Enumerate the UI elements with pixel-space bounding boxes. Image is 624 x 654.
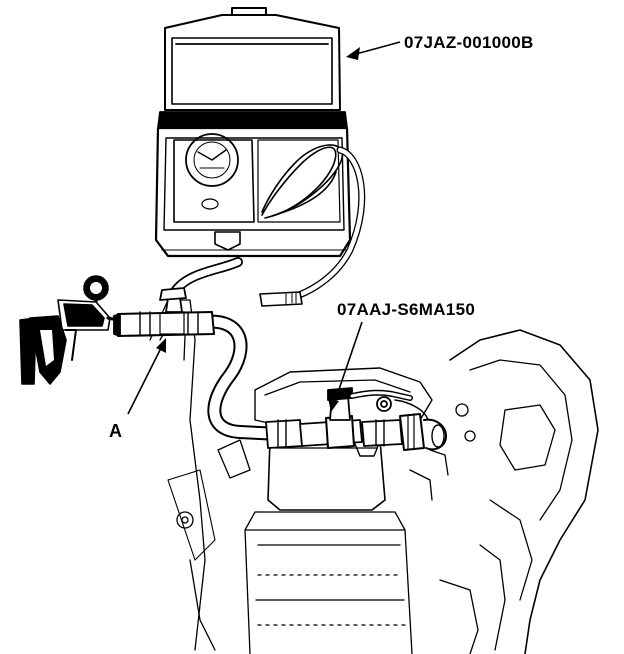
leader-arrows — [127, 41, 401, 415]
t-fitting — [113, 287, 215, 337]
tester-kit-part-number-label: 07JAZ-001000B — [404, 33, 534, 52]
engine-bay-background — [149, 299, 599, 654]
coiled-hoses — [259, 144, 366, 307]
adapter-assembly — [265, 387, 447, 457]
vacuum-hose — [169, 257, 287, 441]
vacuum-pump — [19, 275, 120, 385]
callout-a-label: A — [109, 421, 122, 441]
adapter-part-number-label: 07AAJ-S6MA150 — [337, 300, 476, 319]
tester-kit-case — [154, 7, 352, 258]
